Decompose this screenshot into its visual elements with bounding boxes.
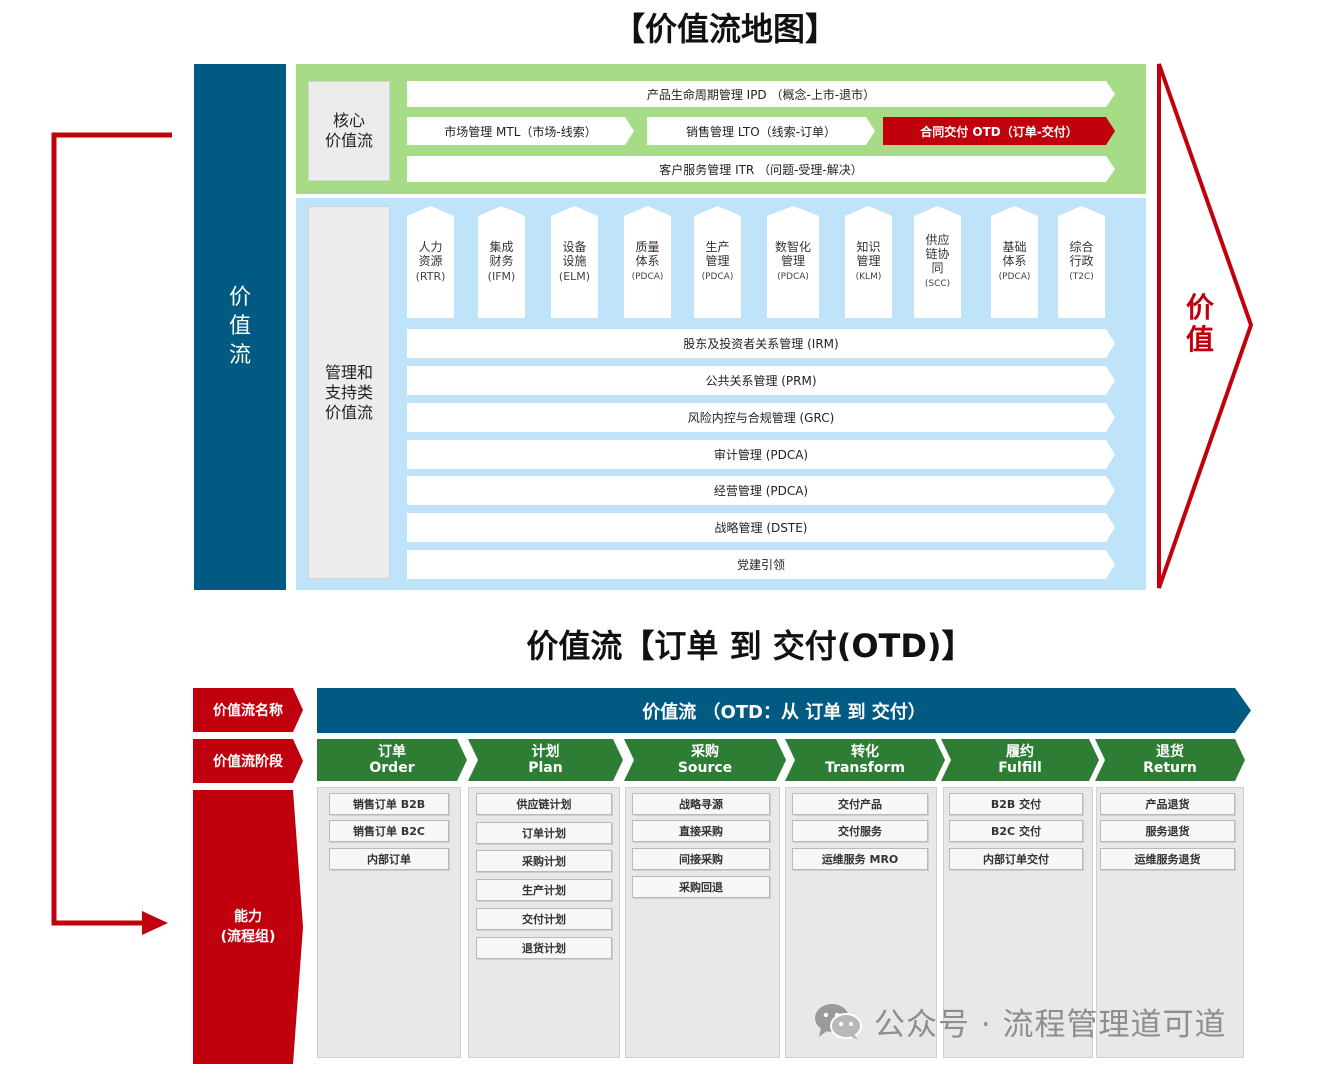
band-operation[interactable]: 经营管理 (PDCA) (407, 476, 1115, 505)
capability-item[interactable]: 订单计划 (476, 822, 612, 844)
capability-item[interactable]: 销售订单 B2C (329, 820, 449, 842)
support-value-stream-label: 管理和支持类价值流 (308, 206, 390, 579)
capability-item[interactable]: 采购计划 (476, 850, 612, 872)
row-label-capability: 能力(流程组) (193, 790, 303, 1064)
pillar-production[interactable]: 生产管理 (PDCA) (694, 206, 741, 318)
pillar-digital[interactable]: 数智化管理 (PDCA) (767, 206, 819, 318)
capability-item[interactable]: 战略寻源 (632, 793, 770, 815)
capability-item[interactable]: 退货计划 (476, 937, 612, 959)
capability-item[interactable]: 直接采购 (632, 820, 770, 842)
pillar-rtr[interactable]: 人力资源 (RTR) (407, 206, 454, 318)
pillar-admin[interactable]: 综合行政 (T2C) (1058, 206, 1105, 318)
capability-item[interactable]: 采购回退 (632, 876, 770, 898)
band-itr[interactable]: 客户服务管理 ITR （问题-受理-解决） (407, 156, 1115, 182)
band-prm[interactable]: 公共关系管理 (PRM) (407, 366, 1115, 395)
map-title: 【价值流地图】 (612, 10, 837, 48)
band-mtl[interactable]: 市场管理 MTL（市场-线索） (407, 117, 634, 145)
capability-item[interactable]: 交付产品 (792, 793, 928, 815)
value-stream-bar (194, 64, 286, 590)
capability-item[interactable]: B2B 交付 (949, 793, 1083, 815)
value-stream-bar-label: 价值流 (228, 285, 251, 368)
capability-item[interactable]: 生产计划 (476, 879, 612, 901)
capability-item[interactable]: 运维服务 MRO (792, 848, 928, 870)
capability-item[interactable]: 服务退货 (1100, 820, 1235, 842)
pillar-ifm[interactable]: 集成财务 (IFM) (478, 206, 525, 318)
watermark: 公众号 · 流程管理道可道 (812, 998, 1292, 1044)
pillar-quality[interactable]: 质量体系 (PDCA) (624, 206, 671, 318)
wechat-icon (815, 1004, 862, 1040)
capability-item[interactable]: 销售订单 B2B (329, 793, 449, 815)
band-ipd[interactable]: 产品生命周期管理 IPD （概念-上市-退市） (407, 81, 1115, 107)
band-party[interactable]: 党建引领 (407, 550, 1115, 579)
capability-item[interactable]: 供应链计划 (476, 793, 612, 815)
band-lto[interactable]: 销售管理 LTO（线索-订单） (647, 117, 875, 145)
capability-item[interactable]: B2C 交付 (949, 820, 1083, 842)
pillar-klm[interactable]: 知识管理 (KLM) (845, 206, 892, 318)
otd-title: 价值流【订单 到 交付(OTD)】 (526, 627, 974, 665)
capability-item[interactable]: 内部订单交付 (949, 848, 1083, 870)
pillar-scc[interactable]: 供应链协同 (SCC) (914, 206, 961, 318)
connector-arrow (51, 132, 172, 935)
core-value-stream-label: 核心价值流 (308, 81, 390, 181)
capability-item[interactable]: 运维服务退货 (1100, 848, 1235, 870)
capability-item[interactable]: 产品退货 (1100, 793, 1235, 815)
band-grc[interactable]: 风险内控与合规管理 (GRC) (407, 403, 1115, 432)
band-otd[interactable]: 合同交付 OTD（订单-交付） (883, 117, 1115, 145)
value-stream-name-banner: 价值流 （OTD：从 订单 到 交付） (317, 688, 1251, 733)
capability-item[interactable]: 交付计划 (476, 908, 612, 930)
band-irm[interactable]: 股东及投资者关系管理 (IRM) (407, 329, 1115, 358)
capability-item[interactable]: 交付服务 (792, 820, 928, 842)
row-label-stage: 价值流阶段 (193, 739, 303, 783)
band-strategy[interactable]: 战略管理 (DSTE) (407, 513, 1115, 542)
pillar-foundation[interactable]: 基础体系 (PDCA) (991, 206, 1038, 318)
band-audit[interactable]: 审计管理 (PDCA) (407, 440, 1115, 469)
value-arrow (1157, 63, 1254, 589)
pillar-elm[interactable]: 设备设施 (ELM) (551, 206, 598, 318)
capability-item[interactable]: 间接采购 (632, 848, 770, 870)
capability-item[interactable]: 内部订单 (329, 848, 449, 870)
row-label-name: 价值流名称 (193, 688, 303, 732)
value-label: 价值 (1185, 291, 1214, 356)
